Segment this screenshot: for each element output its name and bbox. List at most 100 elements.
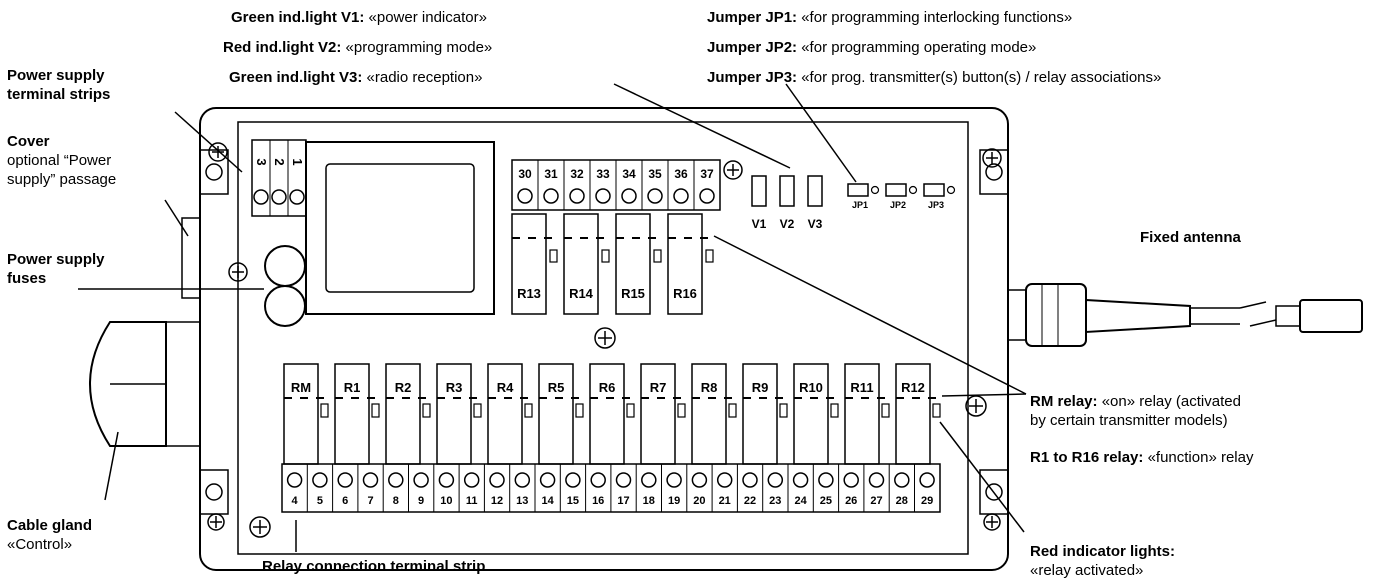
relay-terminal-screw <box>767 472 784 488</box>
indicator-label: V1 <box>752 217 767 231</box>
top-terminal-label: 37 <box>700 167 714 181</box>
callout-r1-r16-title: R1 to R16 relay: <box>1030 449 1144 466</box>
relay-label: R12 <box>901 380 925 395</box>
relay-label: R7 <box>650 380 667 395</box>
callout-red-lights-title: Red indicator lights: <box>1030 543 1176 560</box>
top-terminal-screw <box>543 188 559 204</box>
relay-terminal-label: 25 <box>820 495 832 507</box>
relay-led <box>881 403 890 418</box>
relay-led <box>830 403 839 418</box>
callout-rm-relay-line2: by certain transmitter models) <box>1030 412 1228 429</box>
relay <box>895 363 931 465</box>
jumper-label: JP2 <box>890 200 906 210</box>
relay-led <box>575 403 584 418</box>
relay-terminal-label: 12 <box>491 495 503 507</box>
relay-terminal-label: 11 <box>466 495 478 507</box>
indicator-light <box>779 175 795 207</box>
power-terminal-screw <box>253 189 269 205</box>
relay <box>640 363 676 465</box>
callout-v2-title: Red ind.light V2: <box>223 39 342 56</box>
relay-terminal-screw <box>615 472 632 488</box>
top-terminal-label: 35 <box>648 167 662 181</box>
fuse-2 <box>264 285 306 327</box>
callout-jp1-text: «for programming interlocking functions» <box>801 9 1073 26</box>
power-terminal-label: 1 <box>290 158 305 165</box>
top-terminal-screw <box>569 188 585 204</box>
relay-led <box>473 403 482 418</box>
relay-terminal-label: 15 <box>567 495 579 507</box>
cable-gland-nut <box>165 321 201 447</box>
relay-terminal-label: 19 <box>668 495 680 507</box>
cover-passage <box>181 217 201 299</box>
relay-label: R16 <box>673 286 697 301</box>
callout-jp2-title: Jumper JP2: <box>707 39 798 56</box>
relay-terminal-screw <box>590 472 606 488</box>
jumper <box>923 183 945 197</box>
relay-terminal-screw <box>463 472 480 488</box>
callout-jp1: Jumper JP1: «for programming interlockin… <box>707 8 1072 27</box>
top-terminal-label: 32 <box>570 167 584 181</box>
relay-terminal-screw <box>337 472 353 488</box>
relay-terminal-screw <box>489 472 505 488</box>
relay-terminal-screw <box>843 472 859 488</box>
relay-terminal-screw <box>539 472 556 488</box>
top-terminal-label: 34 <box>622 167 636 181</box>
callout-cover-line2: supply” passage <box>7 171 117 188</box>
relay-terminal-screw <box>716 472 733 488</box>
relay-terminal-label: 14 <box>541 495 554 507</box>
relay <box>436 363 472 465</box>
callout-v2-text: «programming mode» <box>345 39 493 56</box>
relay-led <box>677 403 686 418</box>
relay-terminal-label: 13 <box>516 495 528 507</box>
callout-jp2-text: «for programming operating mode» <box>801 39 1037 56</box>
callout-rm-relay-text: «on» relay (activated <box>1101 393 1241 410</box>
relay-label: R10 <box>799 380 823 395</box>
callout-cable-gland-title: Cable gland <box>7 517 93 534</box>
callout-power-strips: Power supply terminal strips <box>7 66 110 104</box>
callout-v3-title: Green ind.light V3: <box>229 69 363 86</box>
callout-v3: Green ind.light V3: «radio reception» <box>229 68 482 87</box>
relay-terminal-screw <box>413 472 429 488</box>
top-terminal-label: 33 <box>596 167 610 181</box>
callout-v1-text: «power indicator» <box>368 9 487 26</box>
relay <box>487 363 523 465</box>
callout-jp1-title: Jumper JP1: <box>707 9 798 26</box>
fuse-1 <box>264 245 306 287</box>
relay-led <box>422 403 431 418</box>
relay-label: R2 <box>395 380 412 395</box>
relay <box>691 363 727 465</box>
relay-led <box>601 249 610 263</box>
power-terminal-label: 2 <box>272 158 287 165</box>
relay-label: R14 <box>569 286 594 301</box>
relay-label: R9 <box>752 380 769 395</box>
callout-fuses: Power supply fuses <box>7 250 105 288</box>
top-terminal-screw <box>595 188 611 204</box>
relay-terminal-label: 8 <box>393 495 399 507</box>
callout-power-strips-line2: terminal strips <box>7 86 111 103</box>
relay <box>563 213 599 315</box>
top-terminal-label: 31 <box>544 167 558 181</box>
relay-terminal-screw <box>514 472 531 488</box>
callout-jp3-title: Jumper JP3: <box>707 69 798 86</box>
relay-label: R11 <box>850 380 873 395</box>
relay-terminal-label: 20 <box>693 495 705 507</box>
callout-v3-text: «radio reception» <box>366 69 483 86</box>
cable-gland <box>89 321 167 447</box>
relay-led <box>932 403 941 418</box>
top-terminal-screw <box>699 188 715 204</box>
callout-v1: Green ind.light V1: «power indicator» <box>231 8 487 27</box>
relay-led <box>371 403 380 418</box>
relay-led <box>779 403 788 418</box>
callout-fuses-line1: Power supply <box>7 251 105 268</box>
jumper <box>885 183 907 197</box>
jumper <box>847 183 869 197</box>
relay-led <box>705 249 714 263</box>
relay-terminal-screw <box>742 472 758 488</box>
relay-terminal-label: 23 <box>769 495 781 507</box>
relay-terminal-screw <box>919 472 935 488</box>
callout-fuses-line2: fuses <box>7 270 47 287</box>
